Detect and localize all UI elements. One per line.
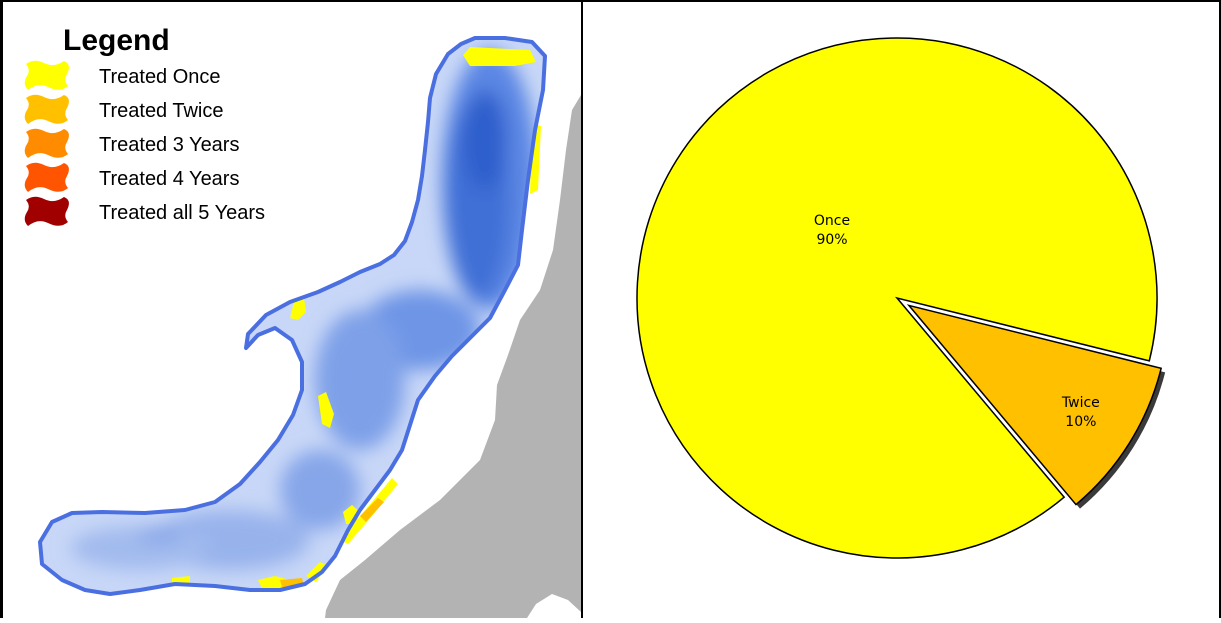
pie-label-once: Once 90%	[787, 212, 877, 250]
lake-map	[38, 36, 581, 618]
legend-item-treated-4-years: Treated 4 Years	[24, 162, 345, 196]
legend-swatch-4-years	[24, 162, 69, 192]
pie-label-once-category: Once	[813, 213, 851, 229]
map-panel: Legend Treated Once Treated Twice Treate…	[3, 2, 581, 618]
legend-item-treated-5-years: Treated all 5 Years	[24, 196, 345, 230]
legend-swatch-once	[24, 60, 69, 90]
treated-once-patch	[530, 124, 541, 194]
treated-twice-patch	[360, 498, 384, 522]
pie-chart	[636, 37, 1166, 559]
treated-patches	[172, 47, 541, 588]
pie-slice-twice	[906, 304, 1163, 506]
legend-label-5-years: Treated all 5 Years	[99, 202, 266, 224]
legend-item-treated-twice: Treated Twice	[24, 94, 345, 128]
land-area	[325, 95, 581, 618]
legend-label-once: Treated Once	[99, 66, 221, 88]
treated-once-patch	[463, 47, 536, 66]
legend-swatch-5-years	[24, 196, 69, 226]
treated-once-patch	[318, 392, 334, 428]
pie-label-twice-percent: 10%	[1065, 413, 1097, 430]
lake-outline	[38, 36, 547, 596]
legend-item-treated-3-years: Treated 3 Years	[24, 128, 345, 162]
pie-label-twice-category: Twice	[1061, 394, 1100, 411]
pie-label-once-percent: 90%	[816, 232, 848, 248]
pie-slice-once	[636, 37, 1158, 559]
legend-swatch-3-years	[24, 128, 69, 158]
legend-label-4-years: Treated 4 Years	[99, 168, 240, 190]
panel-divider	[581, 0, 583, 618]
treated-once-patch	[290, 298, 306, 320]
pie-label-twice: Twice 10%	[1036, 394, 1126, 432]
legend-label-twice: Treated Twice	[99, 100, 224, 122]
land-notch	[527, 594, 581, 618]
legend-label-3-years: Treated 3 Years	[99, 134, 240, 156]
pie-chart-panel: Once 90% Twice 10%	[583, 2, 1219, 618]
legend-swatch-twice	[24, 94, 69, 124]
legend-title: Legend	[63, 24, 170, 57]
legend-item-treated-once: Treated Once	[24, 60, 345, 94]
